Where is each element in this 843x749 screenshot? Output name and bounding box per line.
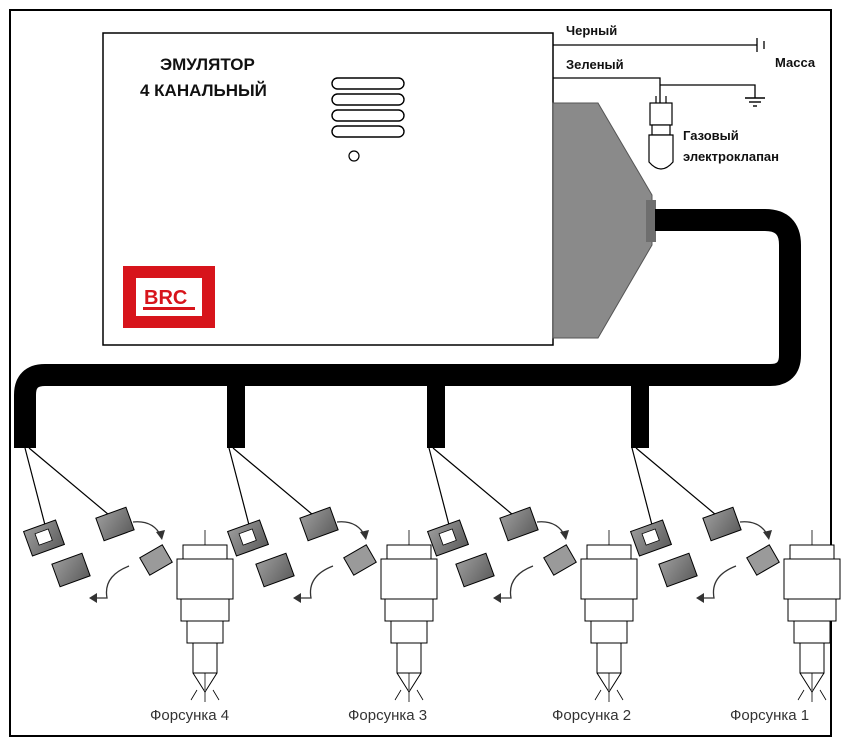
arrow-icon — [702, 565, 737, 599]
injector-wires — [428, 447, 520, 526]
connector-socket-icon — [238, 528, 257, 546]
brc-logo: BRC — [123, 266, 215, 328]
injector-label: Форсунка 1 — [730, 707, 809, 724]
main-cable — [14, 209, 801, 448]
connector-icon — [455, 552, 495, 588]
arrow-icon — [299, 565, 334, 599]
brc-logo-text: BRC — [144, 287, 187, 309]
arrow-head-icon — [156, 530, 165, 540]
arrow-icon — [499, 565, 534, 599]
injector-group — [426, 447, 638, 702]
signal-wires — [553, 38, 765, 103]
wire-green-label: Зеленый — [566, 57, 624, 72]
injector-plug-icon — [543, 544, 577, 576]
valve-label-line1: Газовый — [683, 128, 739, 143]
injector-icon — [380, 530, 438, 702]
arrow-head-icon — [763, 530, 772, 540]
connector-icon — [299, 506, 339, 542]
injector-label: Форсунка 2 — [552, 707, 631, 724]
arrow-head-icon — [293, 593, 301, 603]
wire-black-label: Черный — [566, 23, 617, 38]
arrow-head-icon — [89, 593, 97, 603]
injector-icon — [783, 530, 841, 702]
arrow-head-icon — [696, 593, 704, 603]
injector-plug-icon — [343, 544, 377, 576]
connector-icon — [95, 506, 135, 542]
vent-slots-icon — [331, 77, 405, 138]
connector-icon — [499, 506, 539, 542]
injector-label: Форсунка 3 — [348, 707, 427, 724]
connector-icon — [255, 552, 295, 588]
arrow-head-icon — [560, 530, 569, 540]
ground-symbol-icon — [745, 97, 765, 107]
connector-socket-icon — [438, 528, 457, 546]
arrow-icon — [336, 521, 366, 537]
arrow-icon — [739, 521, 769, 537]
injector-wires — [228, 447, 320, 526]
injector-icon — [176, 530, 234, 702]
injector-group — [226, 447, 438, 702]
arrow-icon — [95, 565, 130, 599]
arrow-head-icon — [493, 593, 501, 603]
injector-plug-icon — [746, 544, 780, 576]
injector-wires — [24, 447, 116, 526]
emulator-title-line2: 4 КАНАЛЬНЫЙ — [140, 81, 267, 100]
arrow-icon — [132, 521, 162, 537]
diagram-frame — [9, 9, 832, 737]
emulator-title-line1: ЭМУЛЯТОР — [160, 55, 255, 74]
injector-group — [629, 447, 841, 702]
arrow-icon — [536, 521, 566, 537]
injector-wires — [631, 447, 723, 526]
connector-icon — [702, 506, 742, 542]
emulator-box: ЭМУЛЯТОР 4 КАНАЛЬНЫЙ BRC — [102, 32, 554, 346]
valve-label-line2: электроклапан — [683, 149, 779, 164]
arrow-head-icon — [360, 530, 369, 540]
main-connector — [552, 102, 653, 339]
connector-icon — [658, 552, 698, 588]
injector-icon — [580, 530, 638, 702]
connector-icon — [51, 552, 91, 588]
connector-socket-icon — [34, 528, 53, 546]
injector-groups: Форсунка 4 Форсунка 3 Форсунка 2 Форсунка 1 — [22, 447, 841, 724]
gas-valve-icon — [648, 96, 674, 170]
branch-cables — [227, 375, 649, 448]
injector-label: Форсунка 4 — [150, 707, 229, 724]
ground-label: Масса — [775, 55, 816, 70]
injector-plug-icon — [139, 544, 173, 576]
injector-group — [22, 447, 234, 702]
main-connector-plug — [646, 200, 656, 242]
connector-socket-icon — [641, 528, 660, 546]
led-indicator-icon — [348, 150, 360, 162]
